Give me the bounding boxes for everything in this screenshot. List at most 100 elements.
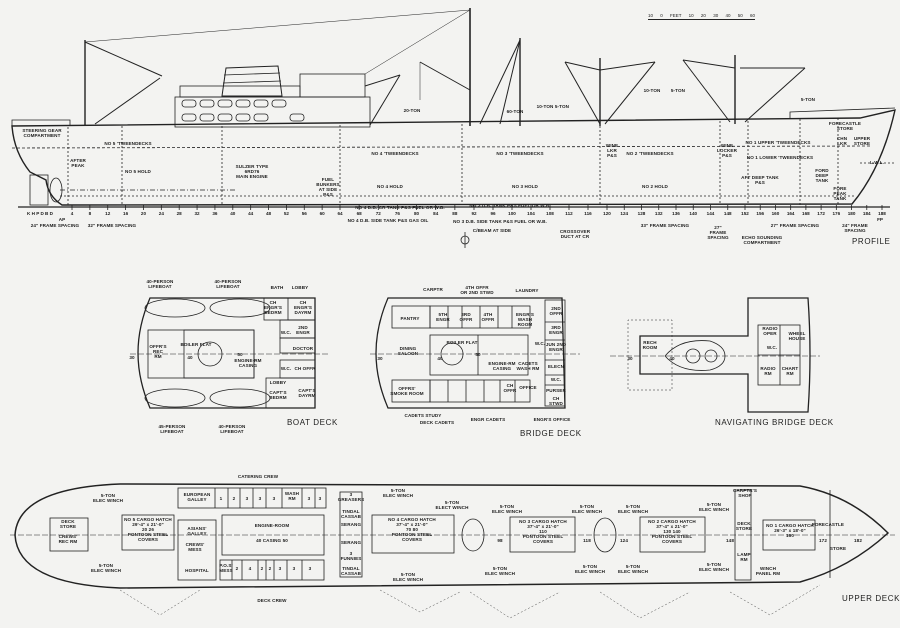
upper-deck-label: NO 2 CARGO HATCH 37'-4" x 21'-0" 130 140… [648,519,696,545]
boat-deck-label: 40-PERSON LIFEBOAT [146,279,174,290]
profile-label: NO 5 'TWEENDECKS [104,141,152,146]
bridge-deck-label: OFFICE [519,385,537,390]
boat-deck-label: CH ENGR'S DAYRM [293,300,313,316]
hatch-4 [371,514,455,554]
frame-number: 148 [723,211,732,216]
upper-deck-label: 2 [268,566,272,571]
profile-label: NO 4 D.B. SIDE TANK P&S GAS OIL [347,218,429,223]
upper-deck-label: 124 [620,538,628,543]
upper-deck-label: 3 [245,496,249,501]
profile-label: FORE PEAK TANK [833,186,847,202]
upper-deck-label: 5-TON ELEC WINCH [571,504,603,515]
upper-deck-label: 5-TON ELEC WINCH [382,488,414,499]
upper-deck-label: 5-TON ELEC WINCH [92,493,124,504]
boat-deck-label: LOBBY [269,380,287,385]
frame-number: 60 [319,211,325,216]
frame-number: 96 [490,211,496,216]
upper-deck-label: WASH RM [284,491,300,502]
bridge-deck-label: 2ND OFFR [549,306,563,317]
frame-number: 136 [672,211,680,216]
frame-number: 80 [414,211,420,216]
hatch-3 [509,516,576,553]
upper-deck-label: 3 FUNNIES [340,551,362,562]
nav-bridge-deck-title: NAVIGATING BRIDGE DECK [715,418,834,427]
profile-view [11,8,896,248]
bridge-deck-label: CH STWD [549,396,563,407]
frame-number: 156 [756,211,765,216]
upper-deck-label: 148 [726,538,734,543]
profile-label: CHN LKR [836,136,848,147]
upper-deck-label: 5-TON ELEC WINCH [484,566,516,577]
engine-room-casing [221,514,325,556]
upper-deck-label: 3 [308,566,312,571]
upper-deck-label: CREWS' MESS [185,542,205,553]
upper-deck-label: 3 [278,566,282,571]
profile-label: FUEL BUNKERS AT SIDE P&S [316,177,340,198]
bridge-deck-label: OFFRS' SMOKE ROOM [390,386,424,397]
profile-label: NO 4 D.B. CR TANK P&S FUEL OR W.B. [355,205,445,210]
frame-number: 24 [158,211,164,216]
frame-number: 152 [741,211,749,216]
bridge-deck-label: 3RD ENGR [549,325,563,336]
hatch-2 [639,516,706,553]
bridge-deck-label: 3RD OFFR [459,312,473,323]
frame-number: 44 [248,211,254,216]
profile-label: 5-TON [800,97,816,102]
upper-deck-label: 98 [497,538,503,543]
frame-number: 188 [878,211,886,216]
scale-bar: 10 0 FEET 10 20 30 40 50 60 [648,13,755,20]
frame-number: 164 [786,211,795,216]
upper-deck-label: 5-TON ELEC WINCH [392,572,424,583]
frame-number: 180 [847,211,856,216]
upper-deck-label: 40 CASING 50 [256,538,288,543]
bridge-deck-label: W.C. [534,341,546,346]
frame-number: 120 [603,211,611,216]
profile-label: AFTER PEAK [70,158,86,169]
bulkheads [67,118,839,205]
upper-deck-label: 172 [819,538,827,543]
nav-bridge-deck-label: RADIO OPER [762,326,778,337]
bridge-deck-label: ENGR'S WASH ROOM [515,312,535,328]
profile-label: NO 1 UPPER 'TWEENDECKS [745,140,811,145]
profile-label: NO 2 HOLD [642,184,668,189]
boat-deck-label: DOCTOR [292,346,314,351]
frame-number: 8 [88,211,92,216]
profile-label: C/BEAM AT SIDE [472,228,512,233]
upper-deck-label: ENGINE-ROOM [254,523,290,528]
profile-label: ECHO SOUNDING COMPARTMENT [741,235,783,246]
profile-label: NO 3 D.B. SIDE TANK P&S FUEL OR W.B. [453,219,547,224]
upper-deck-label: 1 [219,496,223,501]
frame-number: 160 [771,211,780,216]
profile-label: 5-TON [554,104,570,109]
upper-deck-label: 2 [235,566,239,571]
upper-deck-label: STORE [829,546,847,551]
upper-deck-label: 182 [854,538,862,543]
hatch-1 [762,519,816,551]
boat-deck-label: ENGINE-RM CASING [234,358,262,369]
upper-deck-label: 5-TON ELEC WINCH [698,562,730,573]
upper-deck-plan [10,483,895,619]
profile-label: 27" FRAME SPACING [707,225,729,241]
frame-number: 4 [70,211,74,216]
bridge-deck-plan [370,297,580,409]
upper-deck-label: ASIANS' GALLEY [187,526,207,537]
profile-label: UPPER STORE [853,136,871,147]
frame-number: 176 [832,211,841,216]
profile-label: NO 1 LOWER 'TWEENDECKS [746,155,814,160]
nav-bridge-deck-label: RECH ROOM [642,340,658,351]
portholes [181,99,305,122]
masts-and-derricks [84,8,806,126]
boat-deck-label: 2ND ENGR [296,325,310,336]
nav-bridge-deck-label: 40 [669,356,675,361]
boat-deck-label: W.C. [280,366,292,371]
derrick-outreach [119,584,821,619]
profile-label: FORECASTLE STORE [828,121,862,132]
frame-number: 108 [546,211,554,216]
profile-label: 24" FRAME SPACING [842,223,868,234]
upper-deck-label: 3 [292,566,296,571]
profile-label: NO 3 HOLD [512,184,538,189]
frame-number: 20 [140,211,147,216]
profile-label: L.W.L. [869,160,885,165]
frame-number: 36 [212,211,218,216]
upper-deck-label: 5-TON ELEC WINCH [90,563,122,574]
